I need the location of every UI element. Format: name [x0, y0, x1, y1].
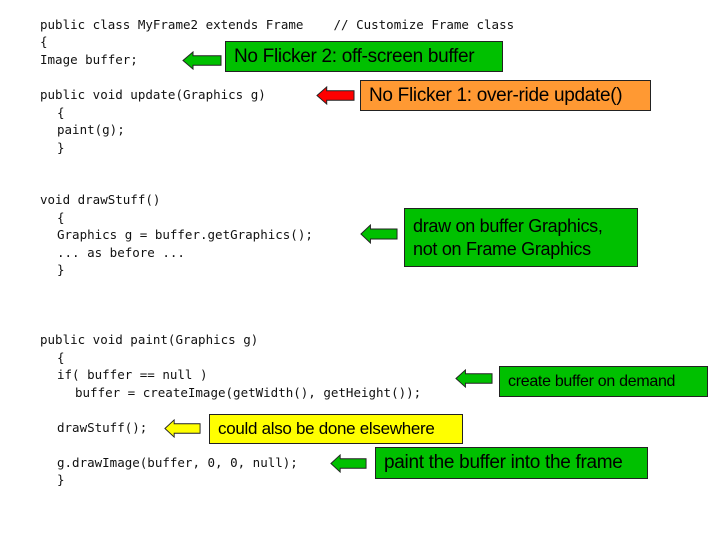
callout-elsewhere: could also be done elsewhere [209, 414, 463, 444]
left-arrow-icon [164, 419, 201, 438]
code-line: paint(g); [57, 122, 125, 137]
code-line: public class MyFrame2 extends Frame // C… [40, 17, 515, 32]
code-line: { [40, 34, 48, 49]
callout-text: not on Frame Graphics [413, 238, 591, 259]
callout-paint-buffer: paint the buffer into the frame [375, 447, 648, 479]
callout-override-update: No Flicker 1: over-ride update() [360, 80, 651, 111]
code-line: { [57, 105, 65, 120]
code-line: Graphics g = buffer.getGraphics(); [57, 227, 313, 242]
left-arrow-icon [330, 454, 367, 473]
left-arrow-icon [455, 369, 493, 388]
code-line: g.drawImage(buffer, 0, 0, null); [57, 455, 298, 470]
code-line: { [57, 350, 65, 365]
code-line: void drawStuff() [40, 192, 161, 207]
code-line: Image buffer; [40, 52, 138, 67]
left-arrow-icon [182, 51, 222, 70]
callout-text: No Flicker 2: off-screen buffer [234, 45, 475, 67]
callout-text: draw on buffer Graphics, [413, 215, 603, 236]
code-line: } [57, 472, 65, 487]
left-arrow-icon [360, 224, 398, 244]
left-arrow-icon [316, 86, 355, 105]
callout-draw-on-buffer: draw on buffer Graphics,not on Frame Gra… [404, 208, 638, 267]
code-line: { [57, 210, 65, 225]
callout-text: create buffer on demand [508, 373, 676, 390]
callout-text: paint the buffer into the frame [384, 452, 623, 473]
code-line: public void paint(Graphics g) [40, 332, 259, 347]
code-line: drawStuff(); [57, 420, 148, 435]
code-line: public void update(Graphics g) [40, 87, 266, 102]
callout-offscreen-buffer: No Flicker 2: off-screen buffer [225, 41, 503, 72]
code-line: } [57, 140, 65, 155]
callout-text: No Flicker 1: over-ride update() [369, 84, 623, 106]
code-line: buffer = createImage(getWidth(), getHeig… [75, 385, 422, 400]
code-line: ... as before ... [57, 245, 185, 260]
code-line: if( buffer == null ) [57, 367, 208, 382]
callout-create-buffer: create buffer on demand [499, 366, 708, 397]
code-line: } [57, 262, 65, 277]
callout-text: could also be done elsewhere [218, 419, 435, 438]
